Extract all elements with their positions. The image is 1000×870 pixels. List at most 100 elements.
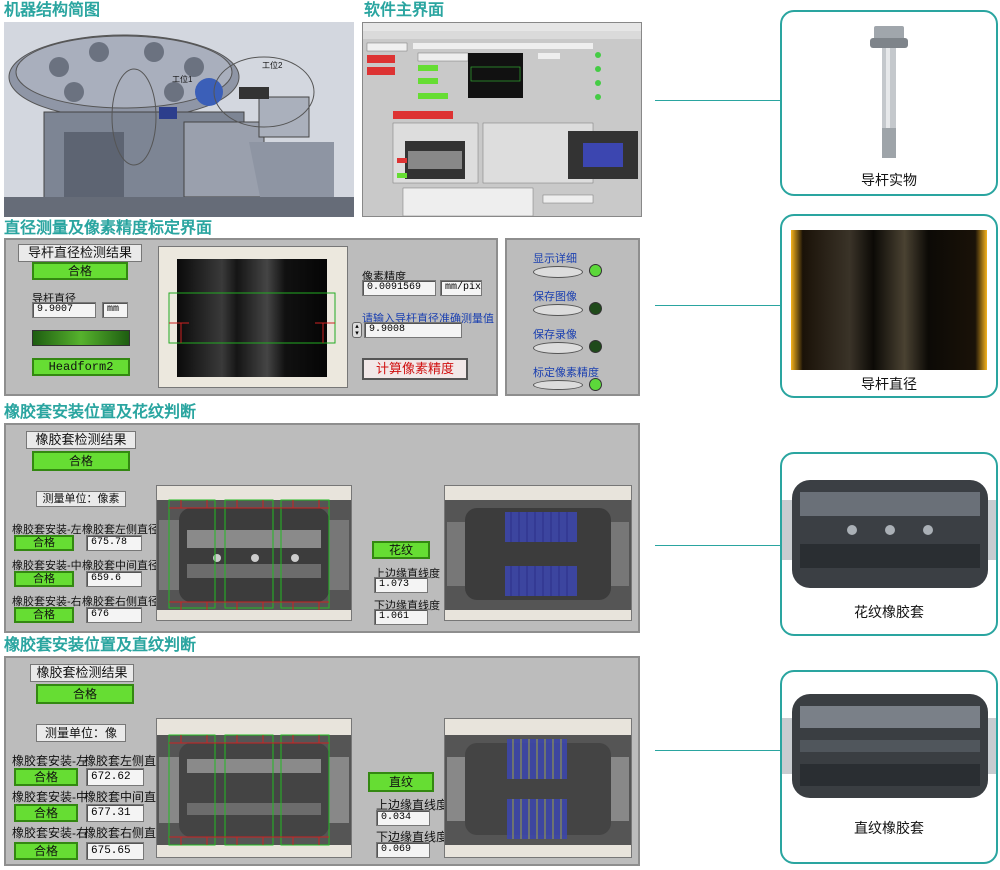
straight-measure-image-frame	[156, 718, 352, 858]
straight-lower-value: 0.069	[376, 842, 430, 858]
pattern-rubber-card: 花纹橡胶套	[780, 452, 998, 636]
straight-diameter-right-value: 675.65	[86, 842, 144, 860]
straight-install-left-result: 合格	[14, 768, 78, 786]
straight-texture-result: 直纹	[368, 772, 434, 792]
pattern-diameter-left-label: 橡胶套左侧直径	[82, 524, 159, 536]
straight-measure-image	[157, 734, 351, 846]
connector-line-1	[655, 100, 780, 101]
connector-line-4	[655, 750, 780, 751]
straight-rubber-photo	[782, 694, 996, 798]
diameter-image-frame	[158, 246, 348, 388]
pattern-install-mid-label: 橡胶套安装-中	[12, 560, 82, 572]
pattern-install-left-result: 合格	[14, 535, 74, 551]
straight-diameter-left-label: 橡胶套左侧直径	[84, 754, 156, 768]
straight-install-mid-result: 合格	[14, 804, 78, 822]
pattern-diameter-right-value: 676	[86, 607, 142, 623]
save-image-toggle[interactable]	[533, 304, 583, 316]
pattern-diameter-mid-value: 659.6	[86, 571, 142, 587]
machine-cad-drawing	[4, 22, 354, 217]
machine-structure-diagram: 工位1 工位2	[4, 22, 354, 217]
straight-diameter-right-label: 橡胶套右侧直径	[84, 826, 156, 840]
straight-group-title: 橡胶套检测结果	[30, 664, 134, 682]
accurate-diameter-input[interactable]: 9.9008	[364, 322, 462, 338]
software-main-screenshot	[362, 22, 642, 217]
pattern-measure-image-frame	[156, 485, 352, 621]
pattern-panel: 橡胶套检测结果 合格 测量单位：像素 橡胶套安装-左 橡胶套左侧直径 合格 67…	[4, 423, 640, 633]
pixel-precision-field: 0.0091569	[362, 280, 436, 296]
straight-panel: 橡胶套检测结果 合格 测量单位：像 橡胶套安装-左 橡胶套左侧直径 合格 672…	[4, 656, 640, 866]
pattern-group-title: 橡胶套检测结果	[26, 431, 136, 449]
pattern-texture-image-frame	[444, 485, 632, 621]
straight-upper-label: 上边缘直线度	[376, 798, 449, 812]
software-main-title: 软件主界面	[364, 2, 445, 19]
diameter-panel: 导杆直径检测结果 合格 导杆直径 9.9007 mm Headform2 像素精…	[4, 238, 498, 396]
calibrate-led	[589, 378, 602, 391]
pattern-measure-image	[157, 499, 351, 610]
straight-install-mid-label: 橡胶套安装-中	[12, 790, 88, 804]
pattern-diameter-left-value: 675.78	[86, 535, 142, 551]
pattern-lower-value: 1.061	[374, 609, 428, 625]
pattern-install-mid-result: 合格	[14, 571, 74, 587]
save-image-led	[589, 302, 602, 315]
diameter-color-bar	[32, 330, 130, 346]
pattern-install-right-label: 橡胶套安装-右	[12, 596, 82, 608]
straight-upper-value: 0.034	[376, 810, 430, 826]
straight-install-right-label: 橡胶套安装-右	[12, 826, 88, 840]
diameter-calibration-title: 直径测量及像素精度标定界面	[4, 220, 213, 237]
straight-diameter-left-value: 672.62	[86, 768, 144, 786]
straight-unit-label: 测量单位：像	[36, 724, 126, 742]
pattern-upper-value: 1.073	[374, 577, 428, 593]
pattern-diameter-right-label: 橡胶套右侧直径	[82, 596, 159, 608]
straight-install-right-result: 合格	[14, 842, 78, 860]
pattern-rubber-caption: 花纹橡胶套	[854, 604, 924, 620]
guide-rod-card: 导杆实物	[780, 10, 998, 196]
straight-rubber-title: 橡胶套安装位置及直纹判断	[4, 637, 197, 654]
pattern-install-left-label: 橡胶套安装-左	[12, 524, 82, 536]
rod-diameter-caption: 导杆直径	[861, 376, 917, 392]
straight-result-indicator: 合格	[36, 684, 134, 704]
software-main-thumbnail	[363, 23, 641, 216]
straight-rubber-caption: 直纹橡胶套	[854, 820, 924, 836]
calc-pixel-precision-button[interactable]: 计算像素精度	[362, 358, 468, 380]
toggle-label-save-image: 保存图像	[533, 291, 577, 303]
guide-rod-caption: 导杆实物	[861, 172, 917, 188]
diameter-result-indicator: 合格	[32, 262, 128, 280]
pattern-rubber-title: 橡胶套安装位置及花纹判断	[4, 404, 197, 421]
pattern-texture-image	[445, 500, 631, 610]
save-video-led	[589, 340, 602, 353]
pattern-diameter-mid-label: 橡胶套中间直径	[82, 560, 159, 572]
diameter-unit: mm	[102, 302, 128, 318]
pattern-texture-result: 花纹	[372, 541, 430, 559]
guide-rod-photo	[870, 26, 908, 158]
machine-structure-title: 机器结构简图	[4, 2, 101, 19]
straight-texture-image	[445, 735, 631, 845]
pattern-unit-label: 测量单位：像素	[36, 491, 126, 507]
pattern-result-indicator: 合格	[32, 451, 130, 471]
straight-texture-image-frame	[444, 718, 632, 858]
station2-label: 工位2	[262, 61, 283, 70]
show-detail-led	[589, 264, 602, 277]
toggle-label-show-detail: 显示详细	[533, 253, 577, 265]
input-stepper-icon[interactable]: ▴▾	[352, 322, 362, 338]
rod-diameter-photo	[791, 230, 987, 370]
rod-diameter-card: 导杆直径	[780, 214, 998, 398]
pattern-install-right-result: 合格	[14, 607, 74, 623]
straight-diameter-mid-value: 677.31	[86, 804, 144, 822]
straight-lower-label: 下边缘直线度	[376, 830, 449, 844]
straight-install-left-label: 橡胶套安装-左	[12, 754, 88, 768]
straight-rubber-card: 直纹橡胶套	[780, 670, 998, 864]
station1-label: 工位1	[172, 75, 193, 84]
pixel-precision-unit: mm/pix	[440, 280, 482, 296]
toggle-label-calibrate: 标定像素精度	[533, 367, 599, 379]
save-video-toggle[interactable]	[533, 342, 583, 354]
pattern-rubber-photo	[782, 480, 996, 588]
diameter-group-title: 导杆直径检测结果	[18, 244, 142, 262]
toggles-panel: 显示详细 保存图像 保存录像 标定像素精度	[505, 238, 640, 396]
calibrate-toggle[interactable]	[533, 380, 583, 390]
toggle-label-save-video: 保存录像	[533, 329, 577, 341]
diameter-camera-image	[168, 259, 336, 377]
headform-button[interactable]: Headform2	[32, 358, 130, 376]
show-detail-toggle[interactable]	[533, 266, 583, 278]
connector-line-3	[655, 545, 780, 546]
diameter-value-field: 9.9007	[32, 302, 96, 318]
